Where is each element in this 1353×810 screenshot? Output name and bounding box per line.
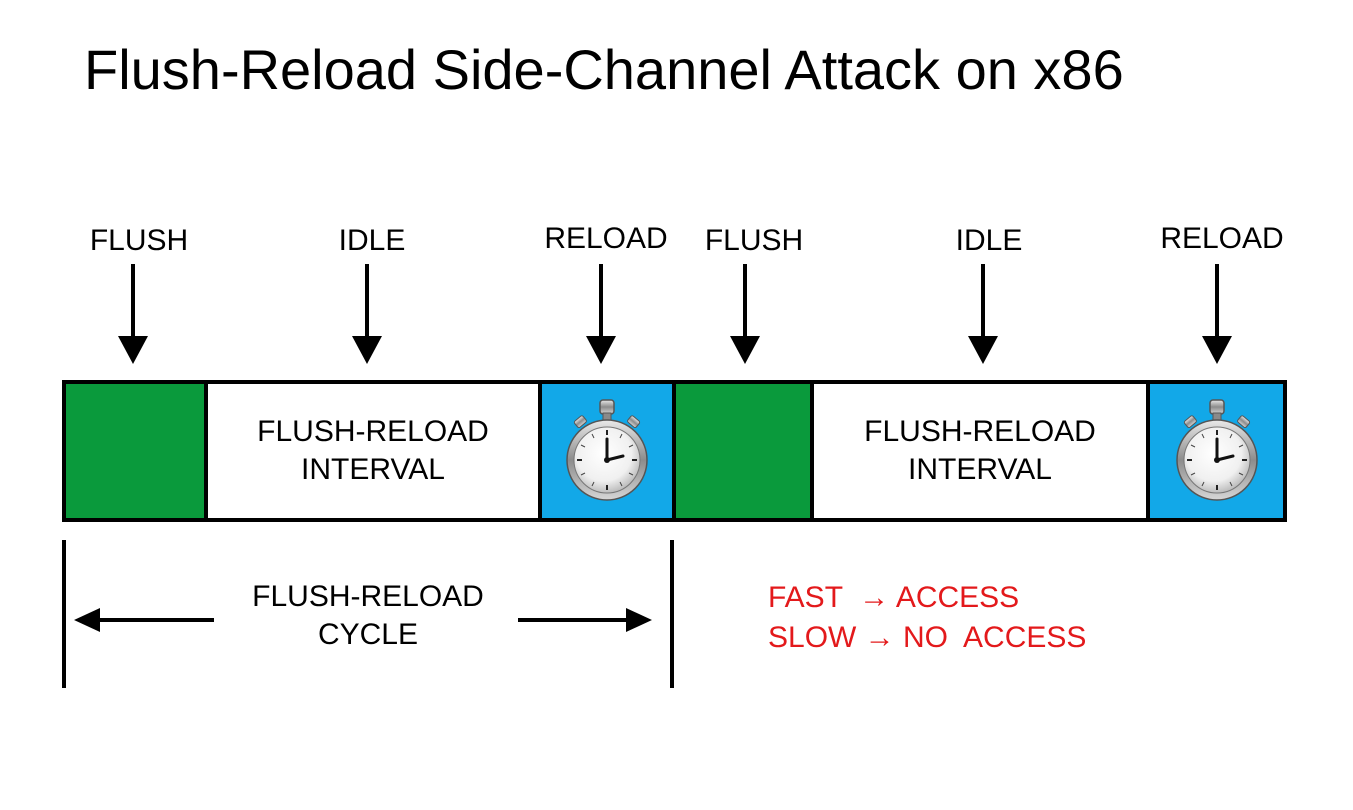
right-arrow-icon bbox=[518, 608, 652, 632]
cycle-bound-left bbox=[62, 540, 66, 688]
legend-slow-line: SLOW → NO ACCESS bbox=[768, 621, 1087, 654]
cycle-arrow-right bbox=[518, 608, 652, 632]
flush-segment-2 bbox=[676, 384, 810, 518]
phase-label-reload-1: RELOAD bbox=[544, 222, 668, 255]
stopwatch-icon bbox=[566, 399, 648, 501]
interval-label-1: FLUSH-RELOAD INTERVAL bbox=[257, 415, 489, 486]
phase-label-flush-1: FLUSH bbox=[89, 224, 189, 257]
access-legend: FAST → ACCESS SLOW → NO ACCESS bbox=[768, 578, 1086, 658]
phase-label-idle-1: IDLE bbox=[338, 224, 406, 257]
cycle-arrow-left bbox=[74, 608, 214, 632]
flush-segment-1 bbox=[66, 384, 204, 518]
down-arrow-reload-2 bbox=[1202, 264, 1232, 366]
cycle-label: FLUSH-RELOAD CYCLE bbox=[252, 580, 484, 651]
interval-segment-1: FLUSH-RELOAD INTERVAL bbox=[208, 384, 538, 518]
segment-divider bbox=[672, 384, 676, 518]
phase-label-flush-2: FLUSH bbox=[704, 224, 804, 257]
down-arrow-idle-2 bbox=[968, 264, 998, 366]
timeline-bar: FLUSH-RELOAD INTERVAL bbox=[62, 380, 1287, 522]
legend-fast-line: FAST → ACCESS bbox=[768, 581, 1020, 614]
stopwatch-icon bbox=[1175, 399, 1258, 501]
reload-segment-1 bbox=[542, 384, 672, 518]
phase-label-idle-2: IDLE bbox=[955, 224, 1023, 257]
page-title: Flush-Reload Side-Channel Attack on x86 bbox=[84, 38, 1124, 101]
segment-divider bbox=[810, 384, 814, 518]
down-arrow-flush-2 bbox=[730, 264, 760, 366]
segment-divider bbox=[1146, 384, 1150, 518]
down-arrow-reload-1 bbox=[586, 264, 616, 366]
interval-segment-2: FLUSH-RELOAD INTERVAL bbox=[814, 384, 1146, 518]
segment-divider bbox=[204, 384, 208, 518]
down-arrow-idle-1 bbox=[352, 264, 382, 366]
interval-label-2: FLUSH-RELOAD INTERVAL bbox=[864, 415, 1096, 486]
reload-segment-2 bbox=[1150, 384, 1283, 518]
segment-divider bbox=[538, 384, 542, 518]
down-arrow-flush-1 bbox=[118, 264, 148, 366]
cycle-bound-right bbox=[670, 540, 674, 688]
phase-label-reload-2: RELOAD bbox=[1160, 222, 1284, 255]
left-arrow-icon bbox=[74, 608, 214, 632]
